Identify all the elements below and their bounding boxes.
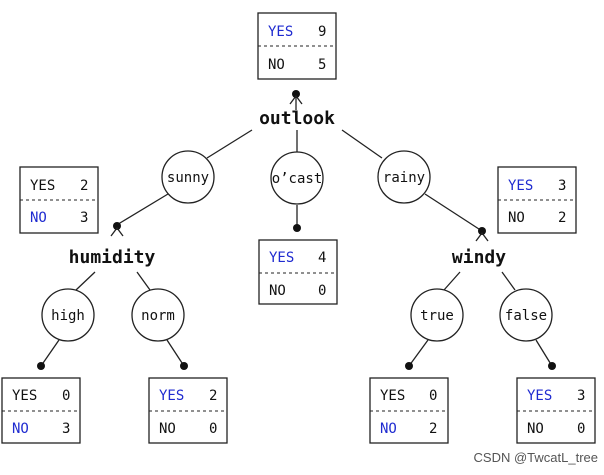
- root-yes-label: YES: [268, 24, 293, 40]
- attribute-humidity: humidity: [69, 247, 156, 268]
- attribute-outlook: outlook: [259, 108, 335, 129]
- branch-rainy: rainy: [377, 150, 431, 204]
- windy-yes-label: YES: [508, 178, 533, 194]
- watermark: CSDN @TwcatL_tree: [474, 450, 598, 465]
- edge-true-to-leaf: [408, 339, 429, 367]
- humidity-count-box: YES 2 NO 3: [19, 166, 99, 234]
- high-leaf-box: YES 0 NO 3: [1, 377, 81, 444]
- tree-edges: [40, 95, 553, 367]
- edge-humidity-to-norm: [136, 271, 151, 291]
- branch-false-label: false: [505, 308, 547, 324]
- root-no-label: NO: [268, 57, 285, 73]
- branch-high: high: [41, 288, 95, 342]
- high-yes-count: 0: [62, 388, 70, 404]
- windy-arrow-mark: [475, 231, 489, 242]
- root-yes-count: 9: [318, 24, 326, 40]
- branch-false: false: [499, 288, 553, 342]
- edge-high-to-leaf: [40, 339, 60, 367]
- overcast-leaf-connector-dot: [293, 224, 301, 232]
- windy-yes-count: 3: [558, 178, 566, 194]
- root-count-box: YES 9 NO 5: [257, 12, 337, 80]
- edge-sunny-to-humidity: [114, 193, 169, 227]
- humidity-arrow-mark: [110, 226, 124, 237]
- windy-no-label: NO: [508, 210, 525, 226]
- branch-sunny: sunny: [161, 150, 215, 204]
- false-no-count: 0: [577, 421, 585, 437]
- branch-norm: norm: [131, 288, 185, 342]
- norm-no-count: 0: [209, 421, 217, 437]
- branch-overcast: o’cast: [270, 151, 324, 205]
- false-yes-count: 3: [577, 388, 585, 404]
- humidity-connector-dot: [113, 222, 121, 230]
- false-leaf-box: YES 3 NO 0: [516, 377, 596, 444]
- branch-sunny-label: sunny: [167, 170, 209, 186]
- true-no-label: NO: [380, 421, 397, 437]
- true-yes-label: YES: [380, 388, 405, 404]
- overcast-leaf-box: YES 4 NO 0: [258, 239, 338, 305]
- norm-leaf-box: YES 2 NO 0: [148, 377, 228, 444]
- edge-false-to-leaf: [535, 339, 553, 367]
- false-yes-label: YES: [527, 388, 552, 404]
- branch-rainy-label: rainy: [383, 170, 425, 186]
- false-no-label: NO: [527, 421, 544, 437]
- humidity-no-label: NO: [30, 210, 47, 226]
- edge-outlook-to-rainy: [341, 129, 383, 159]
- edge-windy-to-false: [501, 271, 516, 291]
- humidity-no-count: 3: [80, 210, 88, 226]
- high-yes-label: YES: [12, 388, 37, 404]
- humidity-yes-count: 2: [80, 178, 88, 194]
- windy-no-count: 2: [558, 210, 566, 226]
- overcast-no-label: NO: [269, 283, 286, 299]
- high-no-count: 3: [62, 421, 70, 437]
- branch-overcast-label: o’cast: [272, 171, 323, 187]
- branch-true-label: true: [420, 308, 454, 324]
- edge-outlook-to-sunny: [206, 129, 253, 159]
- windy-count-box: YES 3 NO 2: [497, 166, 577, 234]
- norm-leaf-connector-dot: [180, 362, 188, 370]
- humidity-yes-label: YES: [30, 178, 55, 194]
- false-leaf-connector-dot: [548, 362, 556, 370]
- branch-high-label: high: [51, 308, 85, 324]
- overcast-no-count: 0: [318, 283, 326, 299]
- attribute-windy: windy: [452, 247, 506, 268]
- connector-marks: [37, 90, 556, 370]
- norm-yes-label: YES: [159, 388, 184, 404]
- edge-windy-to-true: [443, 271, 461, 291]
- norm-no-label: NO: [159, 421, 176, 437]
- root-count-connector-dot: [292, 90, 300, 98]
- overcast-yes-label: YES: [269, 250, 294, 266]
- true-no-count: 2: [429, 421, 437, 437]
- edge-humidity-to-high: [75, 271, 96, 291]
- root-no-count: 5: [318, 57, 326, 73]
- branch-true: true: [410, 288, 464, 342]
- branch-norm-label: norm: [141, 308, 175, 324]
- true-leaf-box: YES 0 NO 2: [369, 377, 449, 444]
- edge-norm-to-leaf: [166, 339, 185, 367]
- true-yes-count: 0: [429, 388, 437, 404]
- overcast-yes-count: 4: [318, 250, 326, 266]
- true-leaf-connector-dot: [405, 362, 413, 370]
- high-leaf-connector-dot: [37, 362, 45, 370]
- root-arrow-mark: [289, 94, 303, 105]
- windy-connector-dot: [478, 227, 486, 235]
- edge-rainy-to-windy: [424, 193, 483, 232]
- high-no-label: NO: [12, 421, 29, 437]
- norm-yes-count: 2: [209, 388, 217, 404]
